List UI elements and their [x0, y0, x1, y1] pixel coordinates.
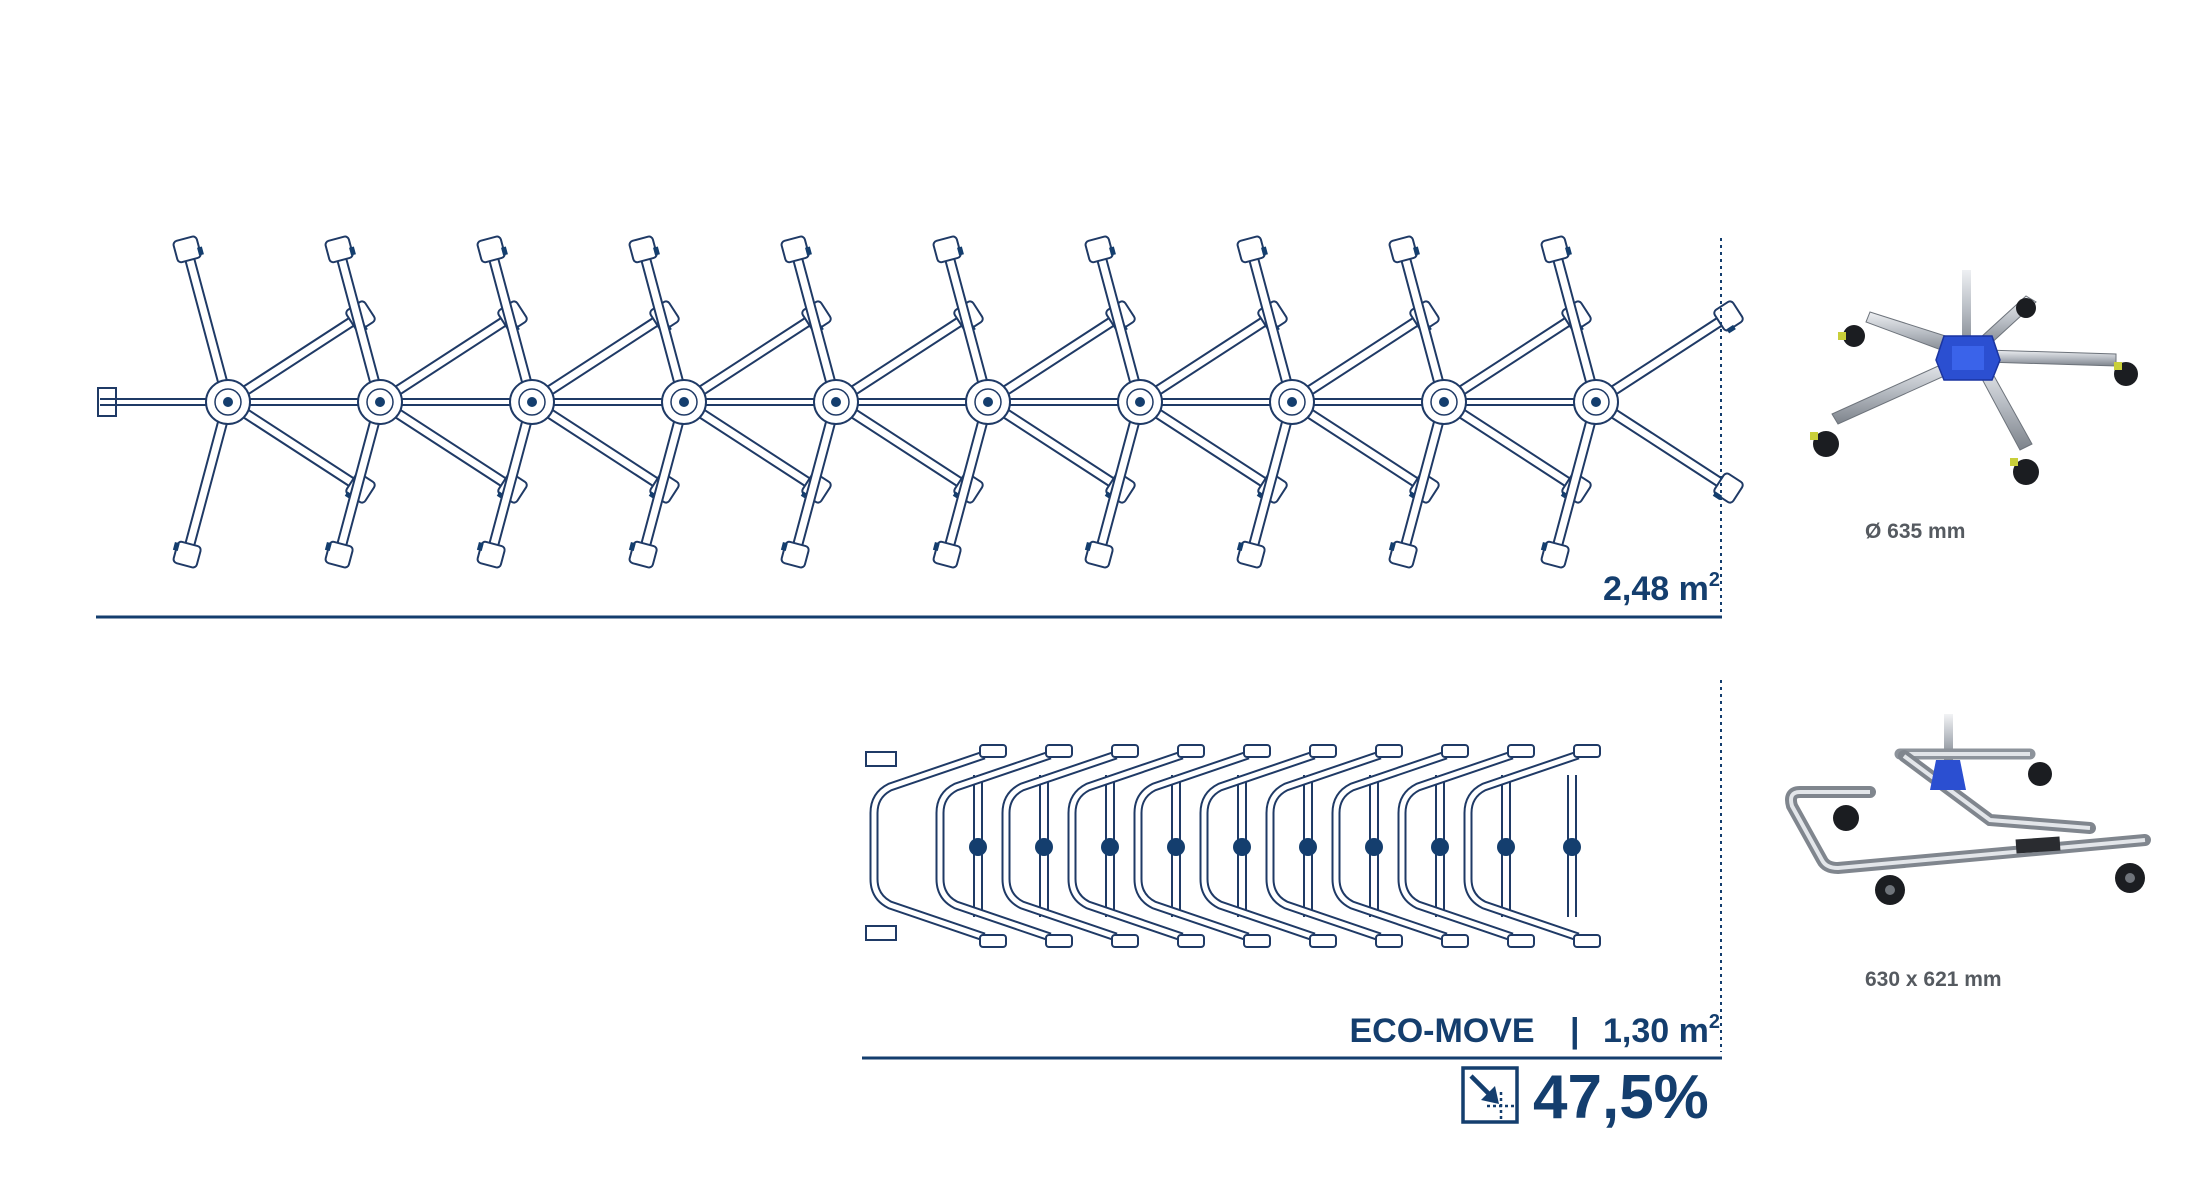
saving-value: 47,5% — [1533, 1063, 1709, 1132]
product-name: ECO-MOVE — [1349, 1012, 1535, 1050]
frame-hub-dot — [1497, 838, 1515, 856]
stacked-eco-frame — [1397, 744, 1535, 948]
bottom-area-label: ECO-MOVE | 1,30 m2 — [1250, 1010, 1720, 1051]
stacked-eco-frame — [1199, 744, 1337, 948]
stacked-eco-frame — [1133, 744, 1271, 948]
bottom-area-exponent: 2 — [1708, 1010, 1720, 1033]
top-area-label: 2,48 m2 — [1520, 568, 1720, 609]
area-reduction-icon — [1461, 1066, 1519, 1124]
frame-hub-dot — [1167, 838, 1185, 856]
stacked-star-base — [1540, 235, 1744, 569]
end-caster — [97, 387, 117, 417]
top-area-value: 2,48 m — [1603, 570, 1709, 608]
star-base-caption: Ø 635 mm — [1865, 520, 1966, 543]
frame-hub-dot — [1233, 838, 1251, 856]
stacked-star-base — [1236, 235, 1440, 569]
frame-hub-dot — [1035, 838, 1053, 856]
frame-hub-dot — [1299, 838, 1317, 856]
stacked-star-base — [628, 235, 832, 569]
label-separator: | — [1570, 1012, 1580, 1050]
eco-base-product-image — [1785, 714, 2151, 905]
bottom-area-value: 1,30 m — [1603, 1012, 1709, 1050]
stacked-eco-frame — [1001, 744, 1139, 948]
front-end-cap — [865, 751, 897, 767]
stacked-eco-frame — [1331, 744, 1469, 948]
stacked-eco-frame — [1265, 744, 1403, 948]
frame-hub-dot — [1101, 838, 1119, 856]
frame-hub-dot — [969, 838, 987, 856]
eco-base-caption: 630 x 621 mm — [1865, 968, 2002, 991]
frame-hub-dot — [1563, 838, 1581, 856]
stacked-eco-frame — [869, 744, 1007, 948]
stacked-eco-frame — [1067, 744, 1205, 948]
star-base-product-image — [1810, 270, 2138, 485]
front-end-cap — [865, 925, 897, 941]
top-area-exponent: 2 — [1708, 568, 1720, 591]
stacked-eco-frame — [1463, 744, 1601, 948]
frame-hub-dot — [1365, 838, 1383, 856]
stacked-eco-frame — [935, 744, 1073, 948]
frame-hub-dot — [1431, 838, 1449, 856]
